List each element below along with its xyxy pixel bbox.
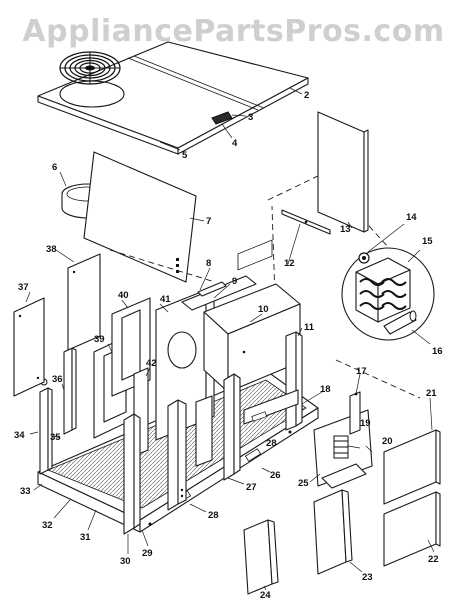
alignment-line [335, 359, 421, 399]
alignment-line [109, 249, 216, 283]
callout-16: 16 [432, 346, 443, 357]
callout-21: 21 [426, 388, 437, 399]
callout-37: 37 [18, 282, 29, 293]
callout-28-upper: 28 [266, 438, 277, 449]
callout-7: 7 [206, 216, 211, 227]
callout-13: 13 [340, 224, 351, 235]
callout-6: 6 [52, 162, 57, 173]
side-panel-7 [83, 151, 205, 283]
alignment-line [267, 173, 399, 259]
corner-post-11 [285, 331, 303, 431]
callout-28-lower: 28 [208, 510, 219, 521]
watermark-text: AppliancePartsPros.com [22, 14, 445, 49]
callout-25: 25 [298, 478, 309, 489]
callout-17: 17 [356, 366, 367, 377]
callout-23: 23 [362, 572, 373, 583]
corner-post-36 [63, 347, 77, 435]
callout-11: 11 [304, 322, 315, 333]
callout-9: 9 [232, 276, 237, 287]
callout-5: 5 [182, 150, 188, 161]
callout-39: 39 [94, 334, 105, 345]
front-post-24 [243, 519, 279, 595]
right-panel-18 [243, 389, 299, 425]
front-post-left [123, 413, 141, 535]
door-panel-22 [383, 491, 441, 567]
front-post-center [167, 399, 187, 511]
corner-post-left [39, 378, 53, 475]
side-panel-13 [317, 111, 369, 233]
top-cover-panel [37, 41, 309, 155]
panel-bracket-12 [281, 209, 331, 235]
callout-26: 26 [270, 470, 281, 481]
callout-31: 31 [80, 532, 91, 543]
divider-26 [195, 395, 213, 467]
callout-labels: 2 3 4 5 6 7 8 9 10 11 12 13 14 15 16 17 … [14, 90, 443, 600]
callout-22: 22 [428, 554, 439, 565]
callout-33: 33 [20, 486, 31, 497]
callout-2: 2 [304, 90, 309, 101]
callout-24: 24 [260, 590, 271, 600]
callout-18: 18 [320, 384, 331, 395]
top-bracket [211, 111, 247, 139]
callout-4: 4 [232, 138, 238, 149]
callout-19: 19 [360, 418, 371, 429]
callout-20: 20 [382, 436, 393, 447]
callout-29: 29 [142, 548, 153, 559]
control-box [313, 391, 373, 489]
side-panel-38 [67, 253, 101, 351]
callout-3: 3 [248, 112, 253, 123]
front-post-23 [313, 489, 353, 575]
fan-grille [59, 51, 121, 85]
callout-32: 32 [42, 520, 53, 531]
front-post-right [223, 373, 241, 481]
top-partition-9 [181, 275, 257, 311]
callout-42: 42 [146, 358, 157, 369]
heater-inset-circle [341, 223, 435, 345]
callout-12: 12 [284, 258, 295, 269]
callout-30: 30 [120, 556, 131, 567]
side-panel-37 [13, 297, 45, 397]
callout-36: 36 [52, 374, 63, 385]
callout-8: 8 [206, 258, 211, 269]
callout-35: 35 [50, 432, 61, 443]
callout-41: 41 [160, 294, 171, 305]
callout-34: 34 [14, 430, 25, 441]
door-panel-21 [383, 429, 441, 505]
leader-lines [25, 87, 435, 591]
callout-40: 40 [118, 290, 129, 301]
callout-38: 38 [46, 244, 57, 255]
callout-10: 10 [258, 304, 269, 315]
callout-14: 14 [406, 212, 417, 223]
callout-15: 15 [422, 236, 433, 247]
callout-27: 27 [246, 482, 257, 493]
